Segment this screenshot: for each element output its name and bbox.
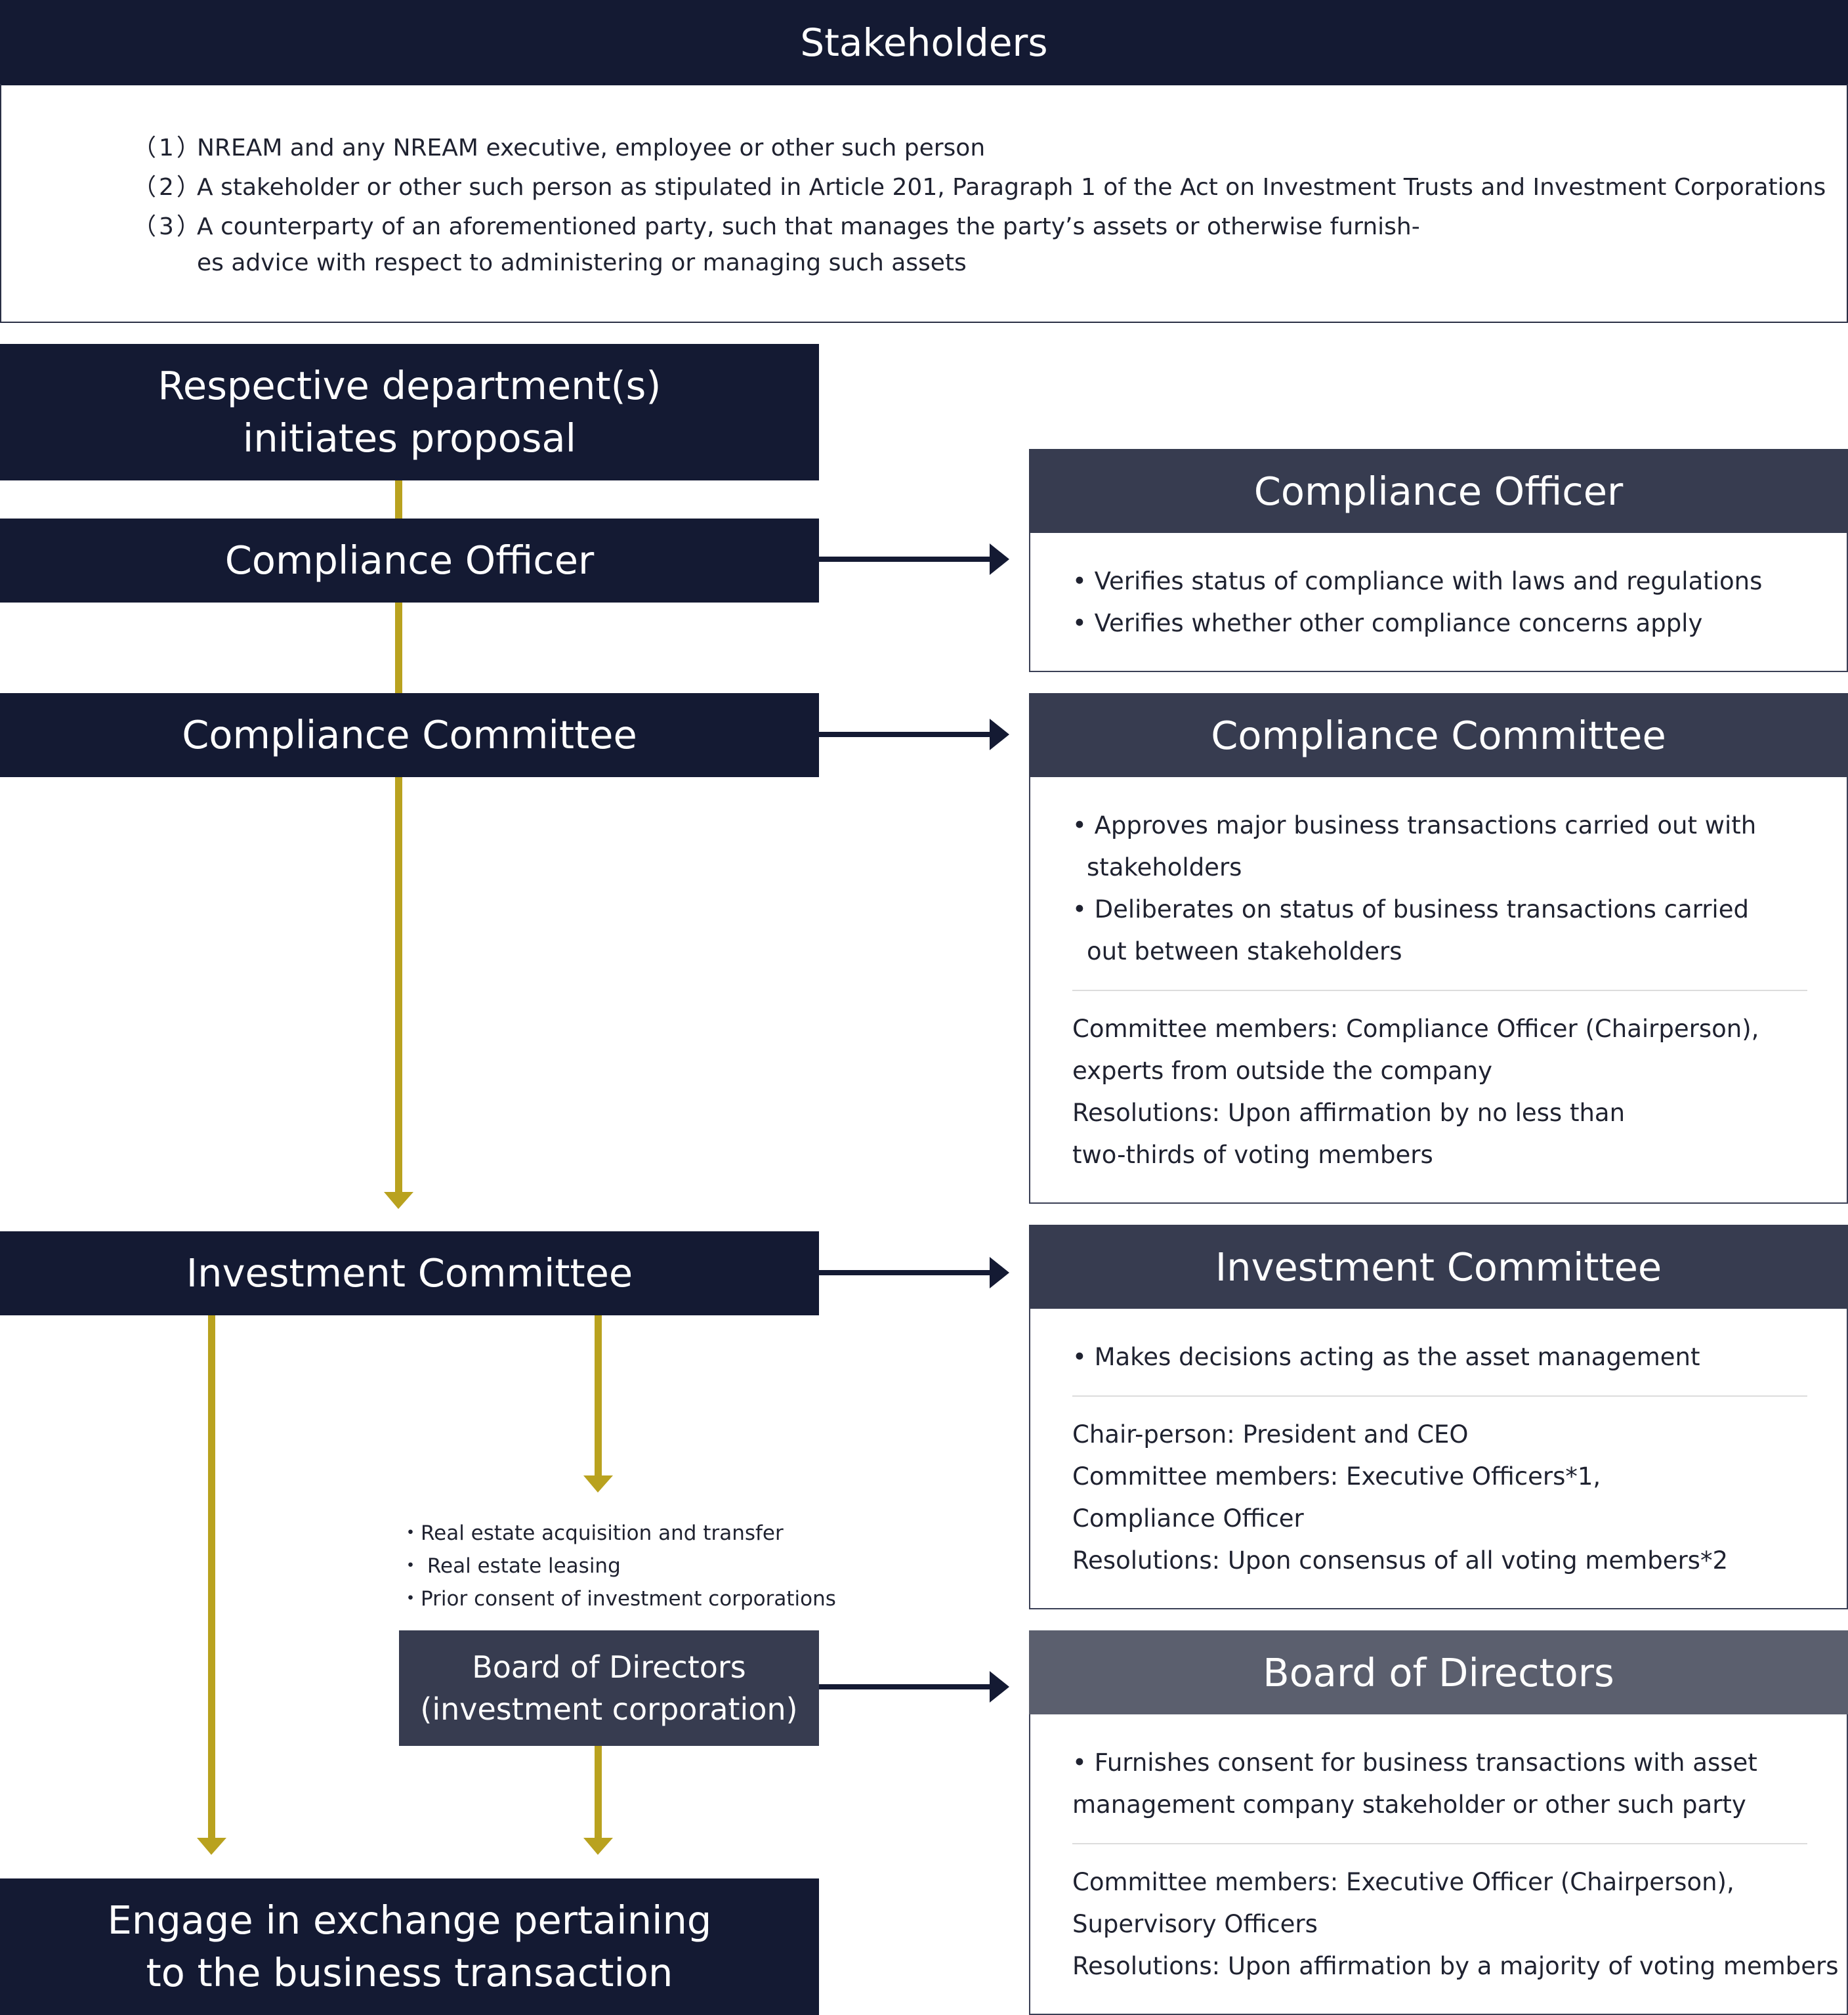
- matter-item: ・ Real estate leasing: [400, 1554, 621, 1578]
- panel-bullet: • Verifies whether other compliance conc…: [1072, 609, 1703, 637]
- engage-box: Engage in exchange pertaining to the bus…: [0, 1878, 819, 2015]
- stakeholder-item: （3）A counterparty of an aforementioned p…: [133, 207, 1420, 242]
- panel-bullet: • Verifies status of compliance with law…: [1072, 567, 1763, 595]
- compliance-committee-step: Compliance Committee: [0, 693, 819, 777]
- panel-compliance-officer-header: Compliance Officer: [1029, 449, 1848, 533]
- panel-detail: Supervisory Officers: [1072, 1910, 1318, 1938]
- panel-divider: [1072, 990, 1807, 991]
- stakeholder-item: （1）NREAM and any NREAM executive, employ…: [133, 129, 985, 163]
- item-text: A counterparty of an aforementioned part…: [197, 213, 1420, 240]
- item-number: （1）: [133, 135, 203, 161]
- panel-detail: Committee members: Executive Officer (Ch…: [1072, 1868, 1734, 1896]
- investment-committee-label: Investment Committee: [186, 1250, 633, 1296]
- panel-detail: Committee members: Executive Officers*1,: [1072, 1462, 1601, 1491]
- panel-investment-committee-body: • Makes decisions acting as the asset ma…: [1029, 1309, 1848, 1609]
- board-line2: (investment corporation): [420, 1691, 798, 1727]
- stakeholders-title: Stakeholders: [800, 20, 1048, 65]
- stakeholders-box: （1）NREAM and any NREAM executive, employ…: [0, 84, 1848, 323]
- panel-detail: Chair-person: President and CEO: [1072, 1420, 1469, 1449]
- panel-bullet: • Makes decisions acting as the asset ma…: [1072, 1343, 1700, 1371]
- panel-title: Compliance Officer: [1253, 468, 1624, 514]
- panel-detail: experts from outside the company: [1072, 1057, 1493, 1085]
- panel-detail: two-thirds of voting members: [1072, 1141, 1433, 1169]
- panel-detail: Resolutions: Upon affirmation by a major…: [1072, 1952, 1839, 1980]
- item-text: NREAM and any NREAM executive, employee …: [197, 135, 986, 161]
- panel-divider: [1072, 1395, 1807, 1397]
- compliance-officer-step: Compliance Officer: [0, 519, 819, 603]
- panel-detail: Committee members: Compliance Officer (C…: [1072, 1015, 1759, 1043]
- panel-detail: Compliance Officer: [1072, 1504, 1304, 1533]
- proposal-line2: initiates proposal: [242, 415, 577, 461]
- engage-line1: Engage in exchange pertaining: [107, 1898, 712, 1943]
- proposal-box: Respective department(s) initiates propo…: [0, 344, 819, 480]
- engage-line2: to the business transaction: [146, 1950, 673, 1995]
- panel-bullet: • Approves major business transactions c…: [1072, 811, 1757, 839]
- board-step: Board of Directors (investment corporati…: [399, 1630, 819, 1746]
- investment-committee-step: Investment Committee: [0, 1231, 819, 1315]
- panel-title: Board of Directors: [1263, 1649, 1614, 1695]
- board-line1: Board of Directors: [472, 1649, 746, 1685]
- panel-compliance-officer-body: • Verifies status of compliance with law…: [1029, 533, 1848, 672]
- panel-bullet: • Deliberates on status of business tran…: [1072, 895, 1749, 923]
- panel-detail: Resolutions: Upon consensus of all votin…: [1072, 1546, 1728, 1575]
- panel-bullet-continuation: out between stakeholders: [1087, 937, 1402, 965]
- panel-title: Compliance Committee: [1211, 712, 1666, 758]
- compliance-officer-label: Compliance Officer: [224, 538, 595, 583]
- panel-investment-committee-header: Investment Committee: [1029, 1225, 1848, 1309]
- stakeholder-item-continuation: es advice with respect to administering …: [197, 249, 967, 276]
- panel-bullet: • Furnishes consent for business transac…: [1072, 1749, 1757, 1777]
- panel-detail: Resolutions: Upon affirmation by no less…: [1072, 1099, 1626, 1127]
- panel-board-body: • Furnishes consent for business transac…: [1029, 1714, 1848, 2015]
- proposal-line1: Respective department(s): [158, 363, 662, 408]
- matter-item: ・Real estate acquisition and transfer: [400, 1521, 784, 1545]
- item-number: （3）: [133, 213, 203, 240]
- panel-title: Investment Committee: [1215, 1244, 1662, 1290]
- compliance-committee-label: Compliance Committee: [182, 712, 637, 757]
- panel-compliance-committee-header: Compliance Committee: [1029, 693, 1848, 777]
- panel-divider: [1072, 1843, 1807, 1844]
- panel-board-header: Board of Directors: [1029, 1630, 1848, 1714]
- stakeholders-header: Stakeholders: [0, 0, 1848, 85]
- stakeholder-item: （2）A stakeholder or other such person as…: [133, 168, 1826, 202]
- panel-bullet-continuation: stakeholders: [1087, 853, 1242, 881]
- item-text: A stakeholder or other such person as st…: [197, 174, 1826, 201]
- matter-item: ・Prior consent of investment corporation…: [400, 1587, 836, 1611]
- panel-bullet-continuation: management company stakeholder or other …: [1072, 1791, 1746, 1819]
- item-number: （2）: [133, 174, 203, 201]
- panel-compliance-committee-body: • Approves major business transactions c…: [1029, 777, 1848, 1204]
